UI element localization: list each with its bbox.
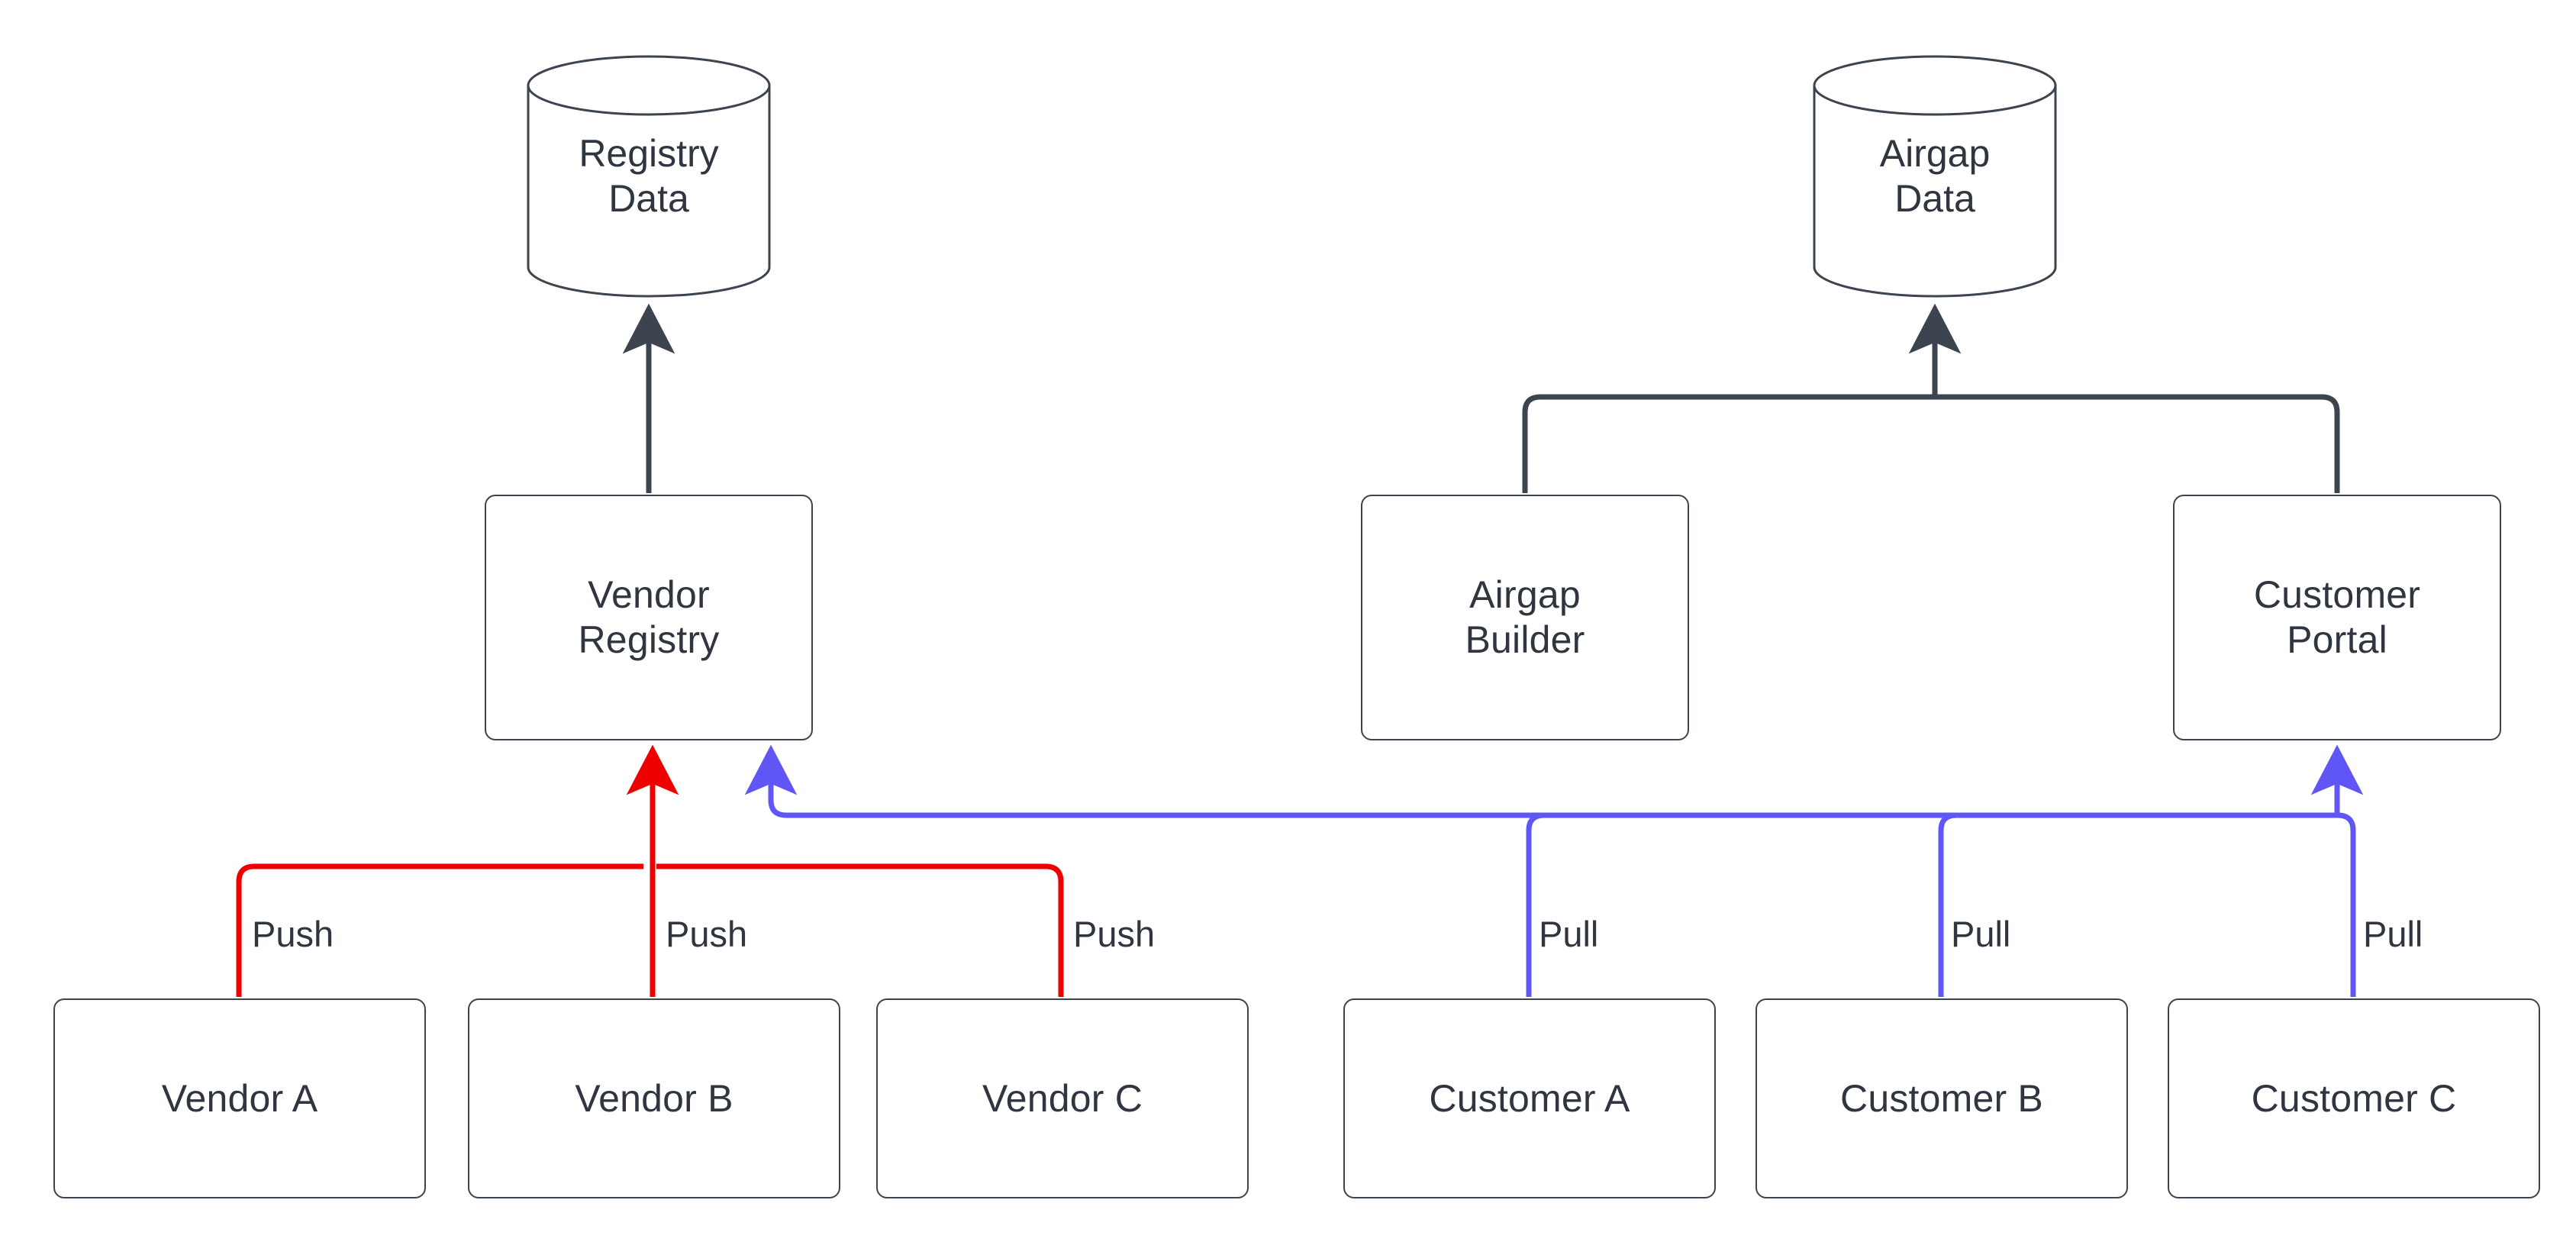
cylinder-shape	[527, 55, 771, 298]
cylinder-shape	[1813, 55, 2057, 298]
edge-customer-a-pull	[1526, 812, 2332, 997]
edge-label-pull-customer-a: Pull	[1539, 914, 1599, 954]
edge-label-pull-customer-c: Pull	[2363, 914, 2423, 954]
node-customer-b[interactable]: Customer B	[1755, 998, 2128, 1198]
node-airgap-builder-label: Airgap Builder	[1465, 573, 1585, 661]
edge-label-push-vendor-c: Push	[1073, 914, 1156, 954]
edge-customer-portal-to-vendor-registry	[744, 744, 2337, 818]
node-registry-data[interactable]: Registry Data	[527, 55, 771, 298]
node-vendor-b-label: Vendor B	[575, 1076, 733, 1120]
node-vendor-a-label: Vendor A	[161, 1076, 318, 1120]
node-airgap-data[interactable]: Airgap Data	[1813, 55, 2057, 298]
node-customer-portal-label: Customer Portal	[2253, 573, 2421, 661]
node-vendor-b[interactable]: Vendor B	[468, 998, 840, 1198]
node-airgap-data-label: Airgap Data	[1879, 132, 1991, 220]
edge-label-push-vendor-b: Push	[666, 914, 748, 954]
node-vendor-registry-label: Vendor Registry	[578, 573, 720, 661]
node-customer-c-label: Customer C	[2251, 1076, 2457, 1120]
node-airgap-builder[interactable]: Airgap Builder	[1361, 495, 1689, 740]
node-customer-portal[interactable]: Customer Portal	[2173, 495, 2501, 740]
edge-label-push-vendor-a: Push	[252, 914, 334, 954]
node-vendor-c-label: Vendor C	[982, 1076, 1143, 1120]
node-vendor-c[interactable]: Vendor C	[876, 998, 1249, 1198]
node-vendor-a[interactable]: Vendor A	[53, 998, 426, 1198]
edge-customer-c-pull	[2337, 812, 2356, 997]
node-vendor-registry[interactable]: Vendor Registry	[485, 495, 813, 740]
node-customer-a-label: Customer A	[1429, 1076, 1630, 1120]
node-registry-data-label: Registry Data	[579, 132, 719, 220]
edge-airgap-builder-to-airgap-data	[1522, 394, 1935, 493]
node-customer-b-label: Customer B	[1840, 1076, 2043, 1120]
edge-customer-portal-to-airgap-data	[1935, 394, 2340, 493]
node-customer-c[interactable]: Customer C	[2168, 998, 2540, 1198]
edge-customer-b-pull	[1938, 812, 2332, 997]
edge-label-pull-customer-b: Pull	[1951, 914, 2011, 954]
node-customer-a[interactable]: Customer A	[1343, 998, 1716, 1198]
